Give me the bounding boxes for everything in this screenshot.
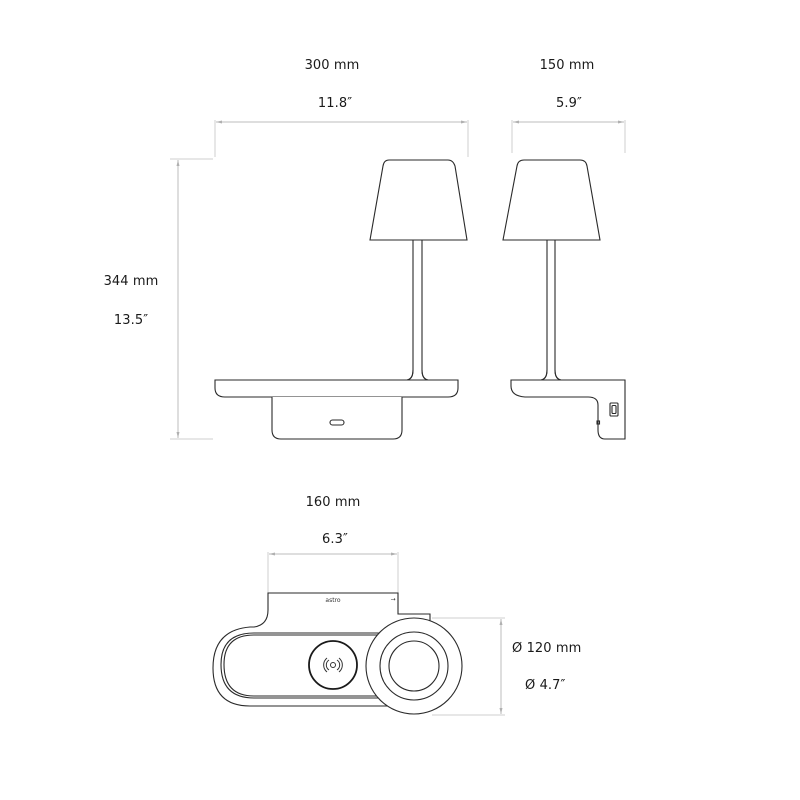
side-usb-port-icon <box>609 402 619 417</box>
wall-bracket <box>510 379 626 440</box>
front-view-lamp <box>214 159 468 440</box>
front-height-in-label: 13.5″ <box>113 313 149 328</box>
direction-arrow-icon: → <box>390 596 396 603</box>
diameter-mm-label: Ø 120 mm <box>512 641 582 656</box>
top-width-in-label: 6.3″ <box>322 532 348 547</box>
lamp-base-ring <box>379 631 449 701</box>
diameter-dimension <box>432 617 505 716</box>
lamp-shade <box>369 159 468 241</box>
lamp-stem <box>406 240 429 381</box>
top-view <box>212 592 463 715</box>
front-width-in-label: 11.8″ <box>317 96 353 111</box>
front-width-dimension <box>214 120 469 157</box>
side-depth-dimension <box>511 120 626 153</box>
top-width-dimension <box>267 552 399 593</box>
brand-mark: astro <box>325 597 341 604</box>
diameter-in-label: Ø 4.7″ <box>525 678 566 693</box>
top-width-mm-label: 160 mm <box>305 495 361 510</box>
side-lamp-stem <box>540 240 562 381</box>
front-height-mm-label: 344 mm <box>103 274 159 289</box>
side-depth-mm-label: 150 mm <box>539 58 595 73</box>
usb-port-icon <box>329 419 345 426</box>
base-block <box>271 397 403 440</box>
wireless-charging-pad <box>308 640 358 690</box>
lamp-base-inner <box>388 640 440 692</box>
wireless-charging-icon <box>323 657 343 673</box>
top-inner-tray <box>220 632 430 699</box>
side-lamp-shade <box>502 159 601 241</box>
front-height-dimension <box>170 158 213 440</box>
shelf <box>214 379 459 398</box>
front-width-mm-label: 300 mm <box>304 58 360 73</box>
side-depth-in-label: 5.9″ <box>556 96 582 111</box>
side-view-lamp <box>502 159 626 440</box>
